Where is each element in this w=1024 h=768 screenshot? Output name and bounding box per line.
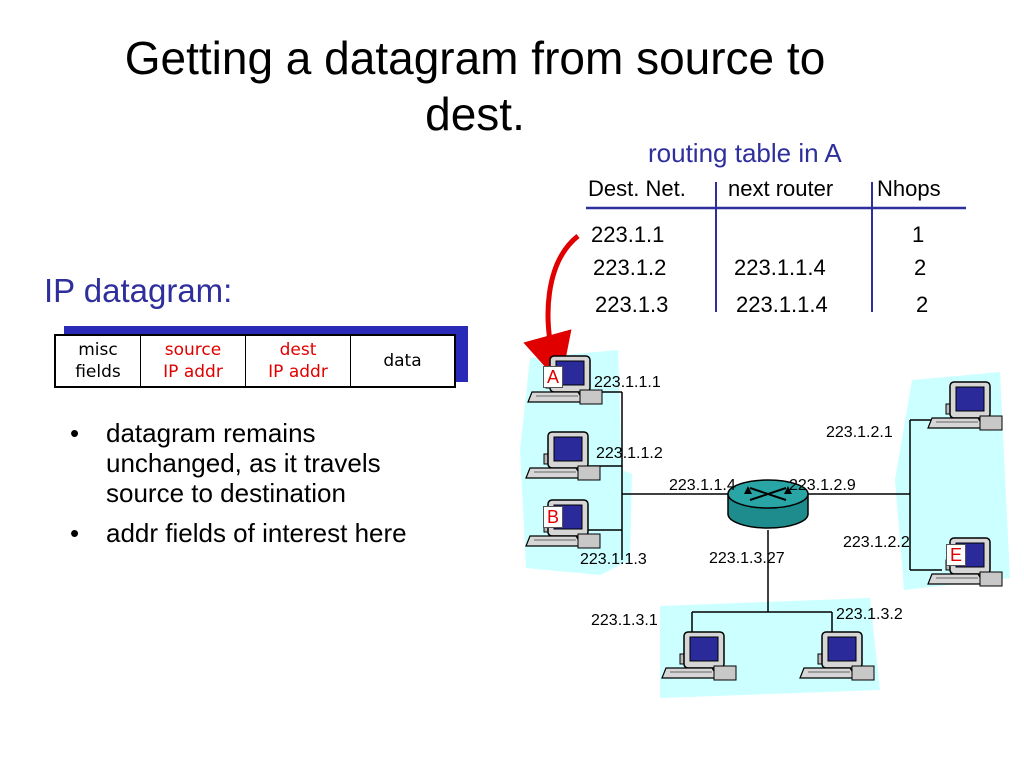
slide-title: Getting a datagram from source to dest. [124,32,826,140]
addr-223-1-2-2: 223.1.2.2 [843,534,910,551]
ip-datagram-label: IP datagram: [44,272,233,309]
bullet-text: datagram remains unchanged, as it travel… [106,418,381,508]
routing-table-caption: routing table in A [648,138,842,168]
addr-223-1-2-9: 223.1.2.9 [789,477,856,494]
rt-row1-dest: 223.1.1 [591,222,665,247]
datagram-field-data: data [383,351,422,371]
datagram-field-source: source IP addr [141,336,246,386]
ip-datagram-box: misc fields source IP addr dest IP addr … [54,334,456,388]
rt-header-next: next router [728,176,834,201]
rt-row3-next: 223.1.1.4 [736,292,828,317]
rt-row2-hops: 2 [914,255,927,280]
bullet-dot: • [70,518,80,548]
rt-header-hops: Nhops [877,176,941,201]
bullet-item: • addr fields of interest here [70,518,450,548]
addr-223-1-1-3: 223.1.1.3 [580,551,647,568]
rt-row2-dest: 223.1.2 [593,255,667,280]
addr-223-1-1-1: 223.1.1.1 [594,374,661,391]
addr-223-1-3-27: 223.1.3.27 [709,550,785,567]
host-label-b: B [543,506,564,528]
datagram-field-misc: misc fields [56,336,141,386]
rt-row3-dest: 223.1.3 [595,292,669,317]
rt-row2-next: 223.1.1.4 [734,255,826,280]
bullet-text: addr fields of interest here [106,518,407,548]
addr-223-1-2-1: 223.1.2.1 [826,424,893,441]
rt-header-dest: Dest. Net. [588,176,686,201]
bullet-item: • datagram remains unchanged, as it trav… [70,418,450,508]
addr-223-1-3-2: 223.1.3.2 [836,606,903,623]
router-icon [727,479,809,529]
host-label-a: A [543,366,564,388]
rt-row3-hops: 2 [916,292,929,317]
addr-223-1-1-2: 223.1.1.2 [596,445,663,462]
datagram-field-dest: dest IP addr [246,336,351,386]
bullet-dot: • [70,418,80,448]
host-label-e: E [946,544,967,566]
bullet-list: • datagram remains unchanged, as it trav… [70,418,450,558]
routing-arrow [523,234,580,385]
addr-223-1-3-1: 223.1.3.1 [591,612,658,629]
rt-row1-hops: 1 [912,222,925,247]
addr-223-1-1-4: 223.1.1.4 [669,477,736,494]
